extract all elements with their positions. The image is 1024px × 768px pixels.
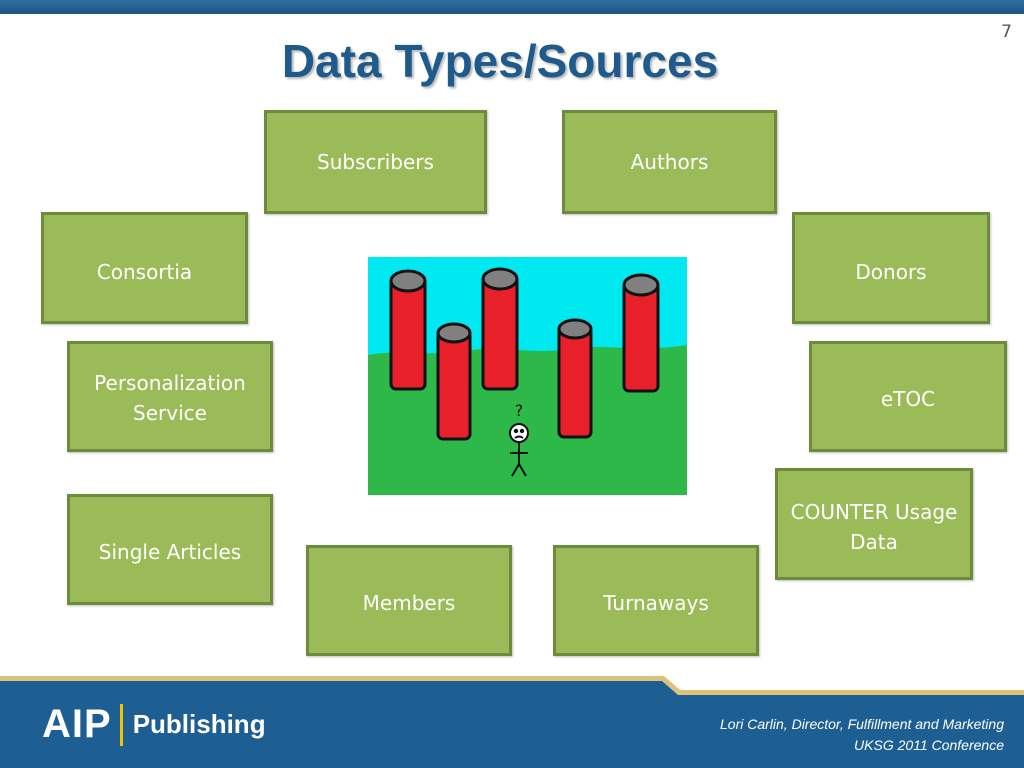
box-counter-usage-data: COUNTER Usage Data [775, 468, 973, 580]
box-donors: Donors [792, 212, 990, 324]
pillars [389, 267, 660, 441]
pillar-top [436, 322, 472, 344]
box-personalization-service: Personalization Service [67, 341, 273, 452]
pillar-top [557, 318, 593, 340]
box-members: Members [306, 545, 512, 656]
slide-number: 7 [1001, 22, 1012, 42]
box-consortia: Consortia [41, 212, 248, 324]
pillar [436, 329, 472, 441]
box-single-articles: Single Articles [67, 494, 273, 605]
pillar-top [389, 269, 427, 293]
confused-stick-figure-illustration: ? [368, 257, 687, 495]
box-authors: Authors [562, 110, 777, 214]
question-mark: ? [515, 401, 524, 420]
pillar-top [622, 273, 660, 297]
logo-separator [119, 703, 123, 746]
pillar [389, 277, 427, 391]
slide-title: Data Types/Sources [281, 35, 719, 87]
credit-line-conference: UKSG 2011 Conference [854, 737, 1004, 753]
stick-figure [509, 423, 529, 477]
pillar [481, 275, 519, 391]
logo-publishing-text: Publishing [132, 709, 266, 739]
footer-band [0, 676, 1024, 768]
box-turnaways: Turnaways [553, 545, 759, 656]
pillar [557, 325, 593, 439]
footer-credits: Lori Carlin, Director, Fulfillment and M… [720, 714, 1004, 756]
aip-publishing-logo: AIP Publishing [42, 702, 266, 747]
pillar-top [481, 267, 519, 291]
top-bar [0, 0, 1024, 14]
box-subscribers: Subscribers [264, 110, 487, 214]
pillar [622, 281, 660, 393]
credit-line-presenter: Lori Carlin, Director, Fulfillment and M… [720, 716, 1004, 732]
logo-aip-text: AIP [42, 702, 112, 746]
box-etoc: eTOC [809, 341, 1007, 452]
